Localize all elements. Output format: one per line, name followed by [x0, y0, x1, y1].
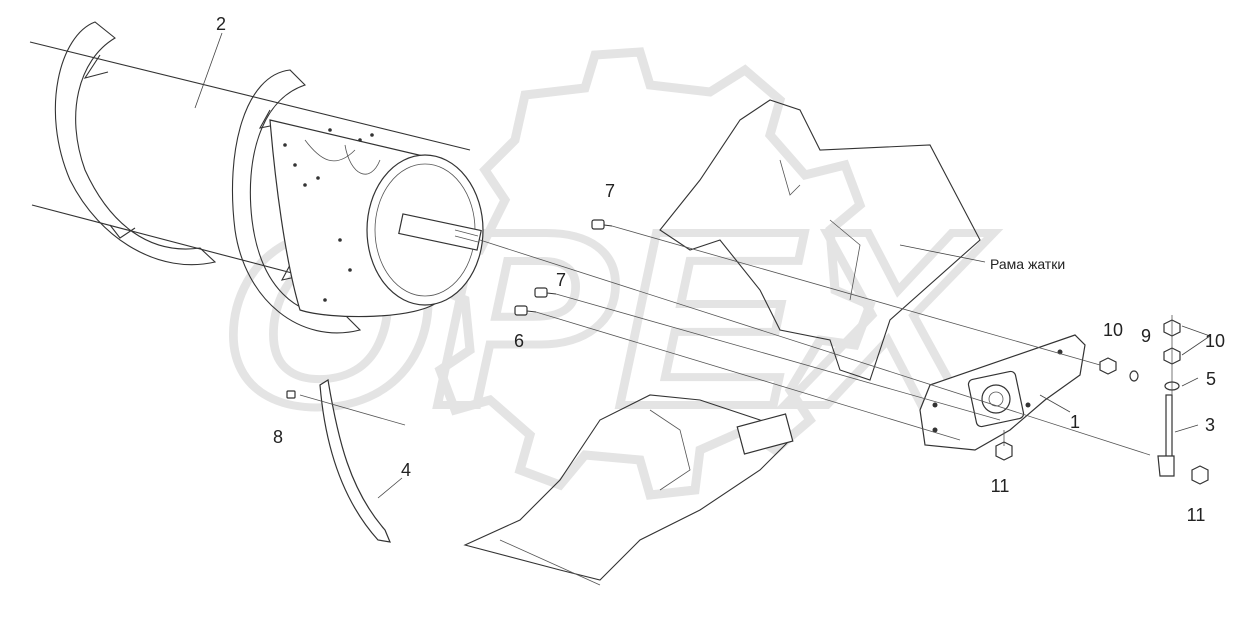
bolt-7-upper	[591, 219, 613, 230]
frame-slot	[829, 219, 861, 301]
side-plate-holes	[932, 349, 1063, 433]
callout-10-right: 10	[1205, 331, 1225, 351]
callouts: 2 7 7 6 8 4 10 9 10 5 1 3 11 11 Рама жат…	[216, 14, 1225, 525]
stud-3	[1157, 394, 1175, 477]
bolt-7-lower	[534, 287, 557, 298]
auger-flight	[54, 21, 217, 266]
callout-10-left: 10	[1103, 320, 1123, 340]
washer-9	[1129, 370, 1139, 382]
nut-10-left	[1099, 357, 1117, 375]
callout-11-left: 11	[991, 476, 1010, 496]
leader-lines	[194, 32, 1211, 499]
auger-tube-top-edge	[29, 41, 471, 151]
frame-slot	[779, 159, 801, 196]
frame-edge	[499, 539, 601, 586]
frame-bracket	[649, 409, 691, 491]
frame-label: Рама жатки	[990, 256, 1065, 272]
frame-plate-upper	[659, 99, 981, 381]
auger-flight	[232, 69, 362, 334]
callout-7-upper: 7	[605, 181, 615, 201]
callout-7-lower: 7	[556, 270, 566, 290]
shaft-splines	[454, 235, 479, 243]
flight-tooth	[109, 224, 136, 239]
strip-4	[319, 379, 391, 543]
callout-11-right: 11	[1187, 505, 1206, 525]
drum-panel-seam	[304, 139, 356, 162]
callout-8: 8	[273, 427, 283, 447]
frame-bearing-housing	[736, 413, 794, 455]
header-frame	[463, 99, 981, 586]
side-plate-bearing	[981, 384, 1011, 414]
auger-shaft	[398, 213, 482, 251]
nut-11-right	[1191, 465, 1209, 485]
nut-8	[286, 390, 296, 399]
drum-rivets	[283, 128, 374, 302]
callout-5: 5	[1206, 369, 1216, 389]
hardware	[286, 219, 1209, 543]
bolt-6	[514, 305, 537, 316]
auger-assembly	[29, 21, 484, 334]
callout-6: 6	[514, 331, 524, 351]
callout-9: 9	[1141, 326, 1151, 346]
flight-tooth	[83, 54, 109, 79]
callout-1: 1	[1070, 412, 1080, 432]
drum-panel-seam	[344, 144, 381, 175]
callout-2: 2	[216, 14, 226, 34]
callout-4: 4	[401, 460, 411, 480]
side-plate	[919, 334, 1086, 451]
shaft-splines	[454, 229, 479, 237]
callout-3: 3	[1205, 415, 1215, 435]
alignment-lines	[299, 225, 1173, 456]
